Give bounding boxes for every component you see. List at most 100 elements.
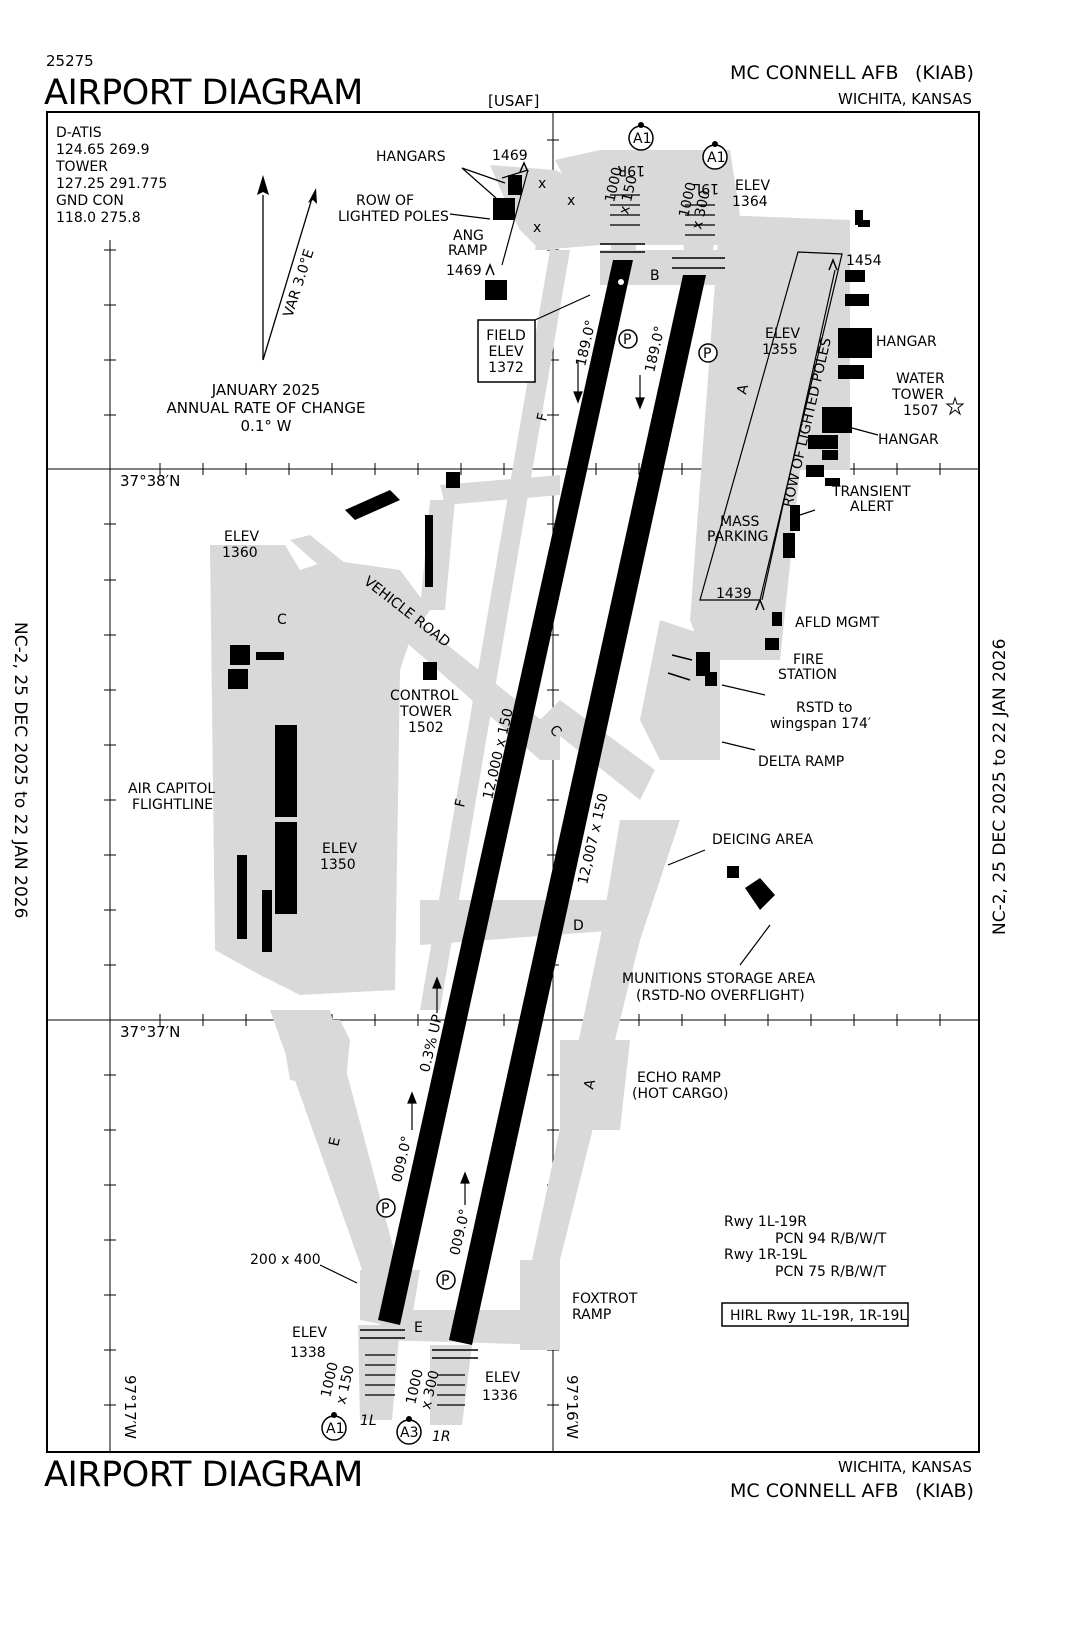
elev-1364-l2: 1364 bbox=[732, 194, 768, 210]
freq-line: 118.0 275.8 bbox=[56, 210, 141, 226]
building bbox=[825, 478, 840, 486]
building bbox=[262, 890, 272, 952]
control-tower-l3: 1502 bbox=[408, 720, 444, 736]
field-elev-box bbox=[477, 319, 536, 383]
building bbox=[237, 855, 247, 939]
freq-line: TOWER bbox=[55, 159, 108, 175]
deicing-label: DEICING AREA bbox=[712, 832, 814, 848]
pcn-line: Rwy 1L-19R bbox=[724, 1214, 807, 1230]
map-frame bbox=[46, 111, 980, 1453]
taxiway-b-label: B bbox=[650, 268, 660, 284]
echo-ramp bbox=[560, 1040, 630, 1130]
building bbox=[705, 672, 717, 686]
building bbox=[808, 435, 838, 449]
foxtrot-ramp bbox=[520, 1260, 560, 1350]
pcl-label: P bbox=[703, 346, 711, 362]
buildings bbox=[228, 175, 872, 952]
building bbox=[230, 645, 250, 665]
row-poles-label-1: ROW OF bbox=[356, 193, 414, 209]
elev-1338-l2: 1338 bbox=[290, 1345, 326, 1361]
building bbox=[838, 365, 864, 379]
runway-1r-19l bbox=[449, 275, 706, 1345]
magnetic-north-arrowhead bbox=[308, 188, 317, 204]
rwy-19r-label: 19R bbox=[617, 162, 645, 178]
pcn-block: Rwy 1L-19R PCN 94 R/B/W/T Rwy 1R-19L PCN… bbox=[724, 1214, 887, 1280]
approach-light-icons bbox=[321, 122, 728, 1445]
threshold-bars bbox=[360, 243, 725, 1359]
munitions-l1: MUNITIONS STORAGE AREA bbox=[622, 971, 816, 987]
true-north-arrowhead bbox=[257, 175, 269, 195]
obstacle-x-marks: x x x bbox=[533, 176, 575, 236]
pad-label: 200 x 400 bbox=[250, 1252, 321, 1268]
obstacle-1439-label: 1439 bbox=[716, 586, 752, 602]
elev-1355-l2: 1355 bbox=[762, 342, 798, 358]
footer-city: WICHITA, KANSAS bbox=[838, 1458, 972, 1476]
elev-1338-l1: ELEV bbox=[292, 1325, 327, 1341]
elev-1350-l2: 1350 bbox=[320, 857, 356, 873]
afld-mgmt-label: AFLD MGMT bbox=[795, 615, 880, 631]
hangar-building bbox=[508, 175, 522, 195]
hirl-box bbox=[721, 1302, 909, 1327]
lighted-poles-line bbox=[501, 169, 529, 266]
ang-label: ANG bbox=[453, 228, 484, 244]
foxtrot-ramp-l1: FOXTROT bbox=[572, 1291, 638, 1307]
city-name: WICHITA, KANSAS bbox=[838, 90, 972, 108]
building bbox=[858, 220, 870, 227]
deicing-building bbox=[727, 866, 739, 878]
building bbox=[228, 669, 248, 689]
building bbox=[855, 210, 863, 225]
water-tower-icon bbox=[945, 396, 965, 416]
pcn-line: PCN 75 R/B/W/T bbox=[775, 1264, 887, 1280]
ang-building bbox=[485, 280, 507, 300]
water-tower-l3: 1507 bbox=[903, 403, 939, 419]
thr-n-1l: 1000 bbox=[602, 166, 626, 204]
runway-1l-19r bbox=[378, 260, 633, 1325]
control-tower-l1: CONTROL bbox=[390, 688, 459, 704]
svg-text:x: x bbox=[567, 193, 575, 209]
ramp-label: RAMP bbox=[448, 243, 487, 259]
elev-1355-l1: ELEV bbox=[765, 326, 800, 342]
freq-line: 124.65 269.9 bbox=[56, 142, 150, 158]
hangar-building bbox=[838, 328, 872, 358]
taxiway-f-north bbox=[535, 190, 565, 250]
obstacle-1454-label: 1454 bbox=[846, 253, 882, 269]
afld-mgmt-building bbox=[772, 612, 782, 626]
freq-line: GND CON bbox=[56, 193, 124, 209]
runway-dot bbox=[618, 279, 624, 285]
mass-parking-l1: MASS bbox=[720, 514, 760, 530]
pcn-line: PCN 94 R/B/W/T bbox=[775, 1231, 887, 1247]
hirl-label: HIRL Rwy 1L-19R, 1R-19L bbox=[730, 1308, 907, 1324]
pcl-icons bbox=[376, 329, 718, 1290]
obstacle-icons bbox=[485, 161, 838, 611]
fire-station-building bbox=[765, 638, 779, 650]
taxiway-f-label-2: F bbox=[452, 797, 469, 808]
taxiway-f bbox=[420, 250, 570, 1010]
delta-ramp bbox=[640, 620, 720, 760]
flightline-hangar bbox=[275, 725, 297, 817]
building bbox=[845, 294, 869, 306]
lighted-poles-line-east bbox=[761, 269, 836, 601]
foxtrot-ramp-l2: RAMP bbox=[572, 1307, 611, 1323]
flightline-hangar bbox=[275, 822, 297, 914]
lon-west-label: 97°17′W bbox=[121, 1375, 139, 1439]
svg-text:x: x bbox=[538, 176, 546, 192]
water-tower-l2: TOWER bbox=[891, 387, 944, 403]
svg-text:x: x bbox=[533, 220, 541, 236]
airport-name: MC CONNELL AFB bbox=[730, 62, 899, 84]
approach-label: A1 bbox=[633, 131, 651, 147]
pcn-line: Rwy 1R-19L bbox=[724, 1247, 807, 1263]
building bbox=[822, 450, 838, 460]
obstacle-1469-label: 1469 bbox=[446, 263, 482, 279]
freq-line: D-ATIS bbox=[56, 125, 102, 141]
fire-station-l1: FIRE bbox=[793, 652, 824, 668]
rwy-1l-label: 1L bbox=[360, 1413, 377, 1429]
air-capitol-l1: AIR CAPITOL bbox=[128, 781, 215, 797]
transient-l2: ALERT bbox=[850, 499, 894, 515]
rate-label: ANNUAL RATE OF CHANGE bbox=[167, 399, 366, 417]
taxiway-f-label: F bbox=[534, 411, 551, 422]
thr-s-1l: 1000 bbox=[318, 1361, 342, 1399]
building bbox=[425, 515, 433, 587]
building bbox=[345, 490, 400, 520]
leader-arrows bbox=[319, 167, 879, 1284]
